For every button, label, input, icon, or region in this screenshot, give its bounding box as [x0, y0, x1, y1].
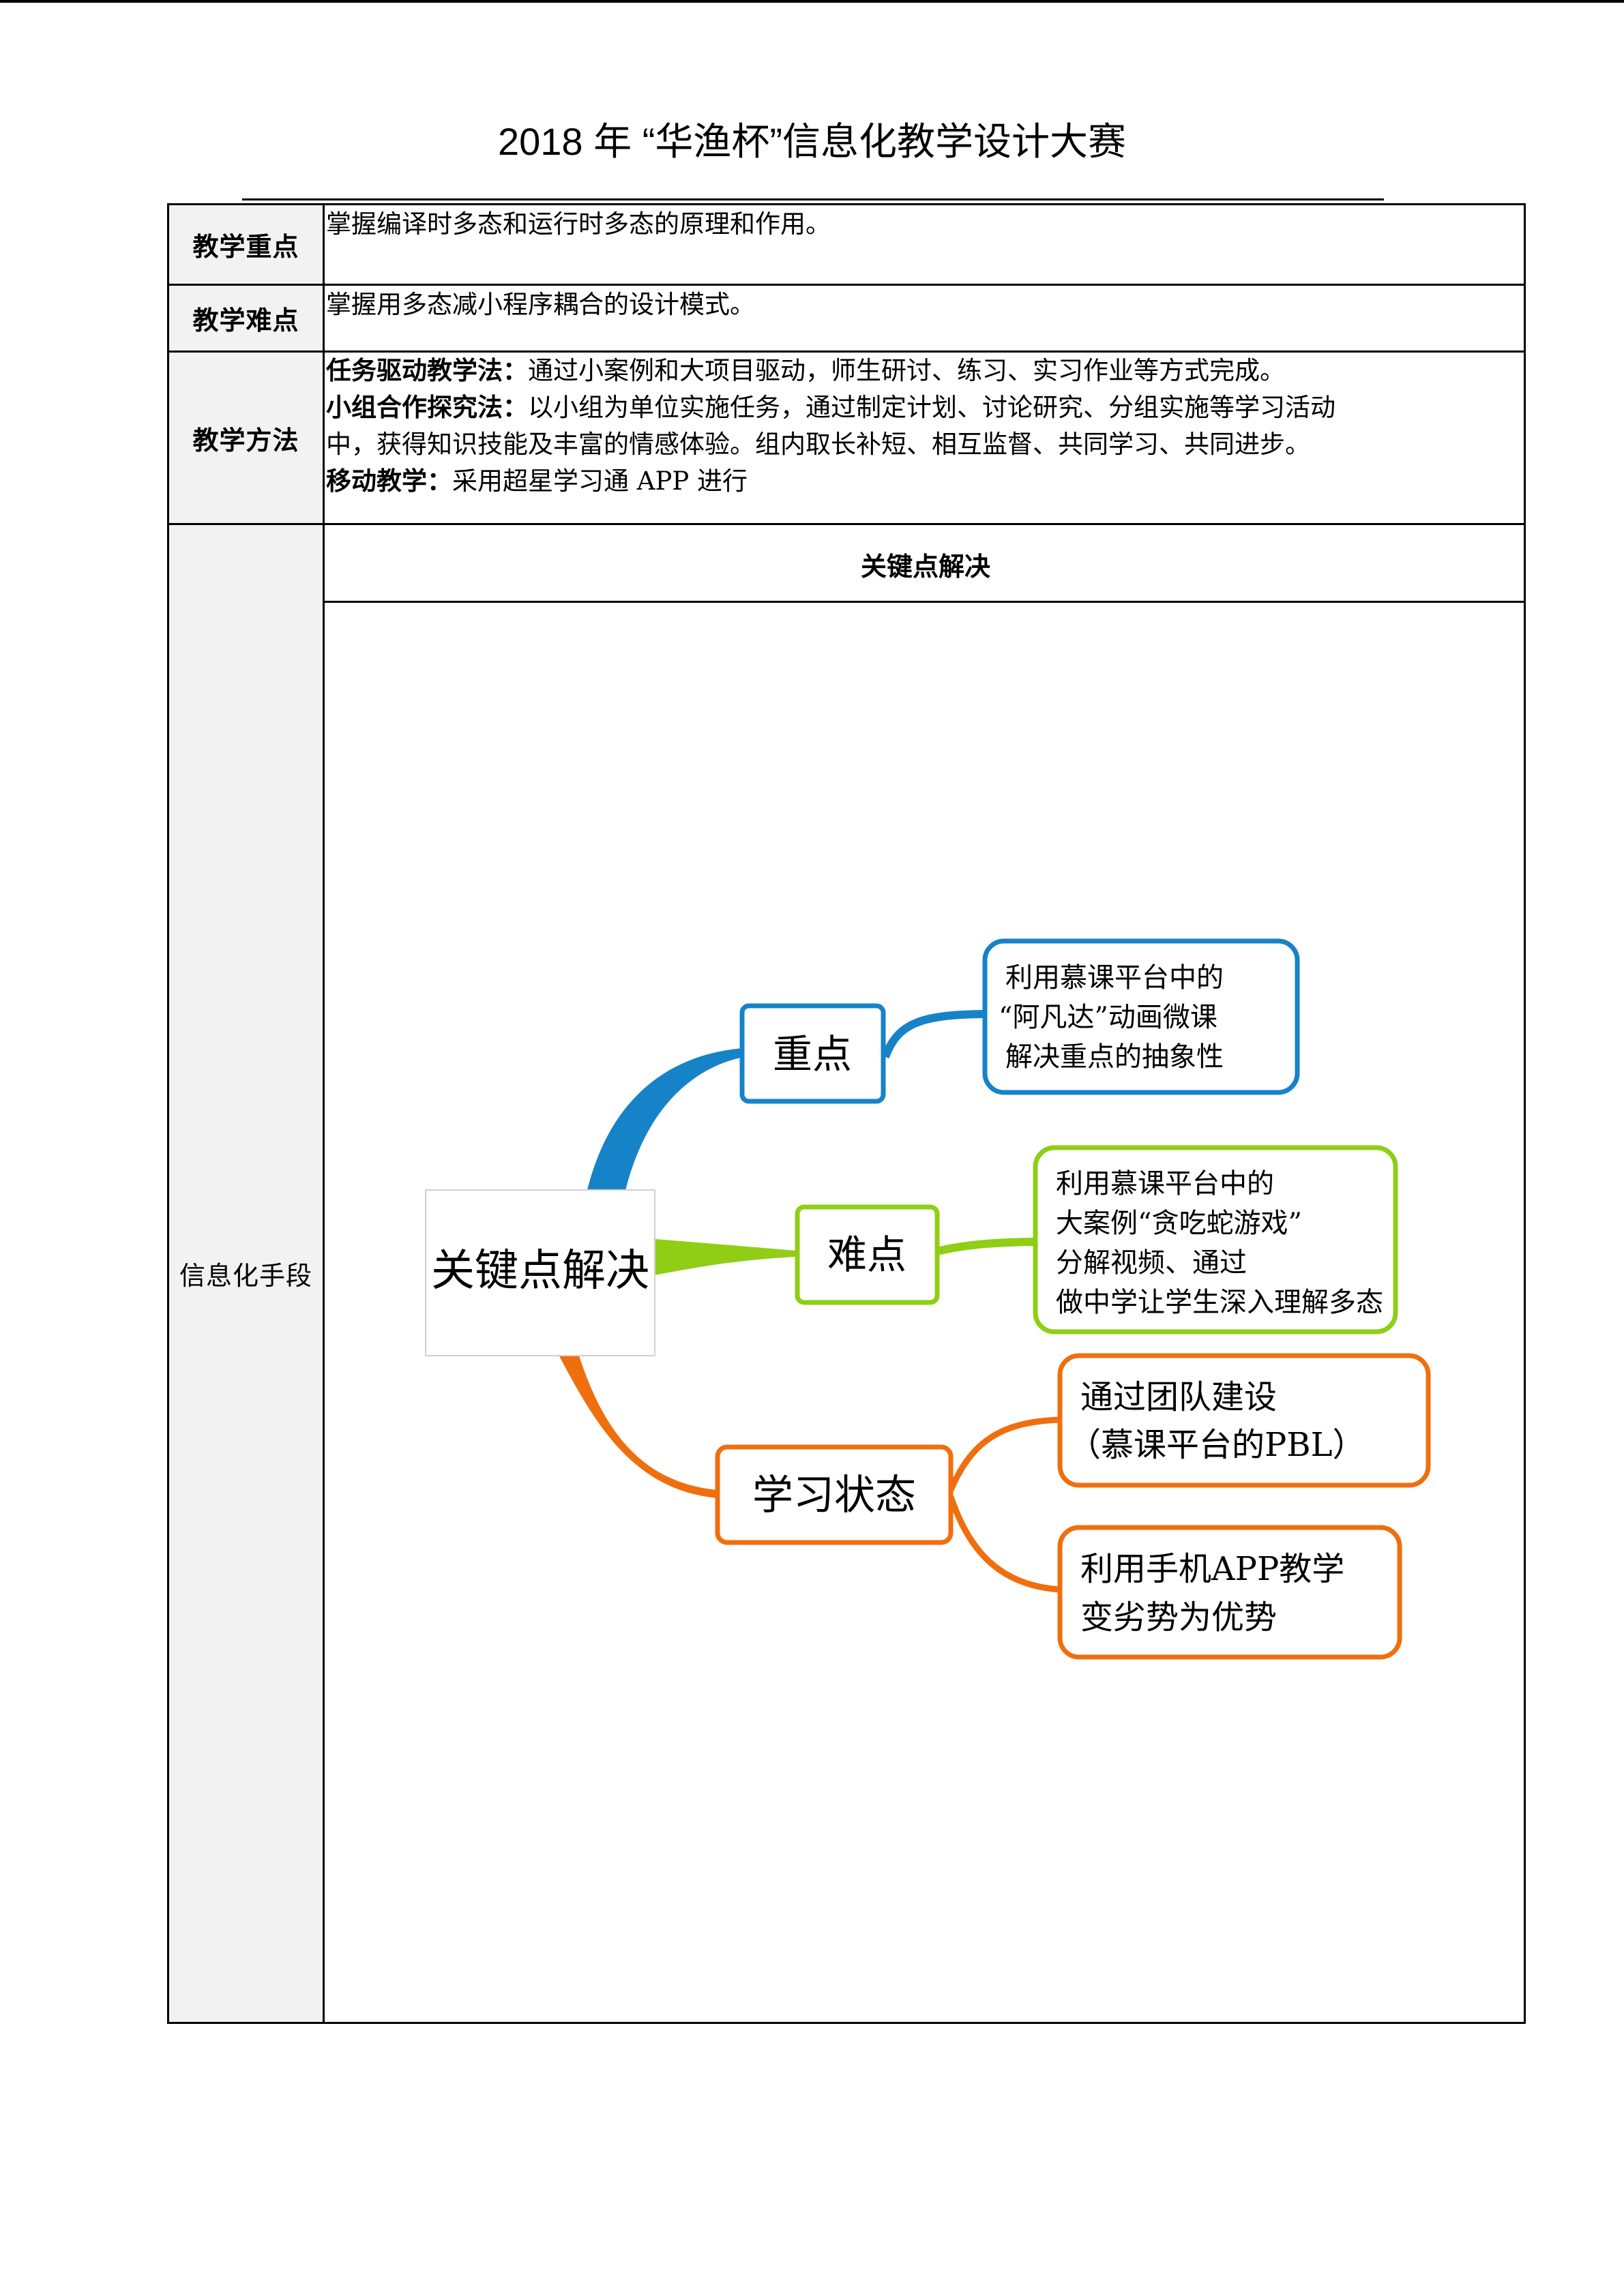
mindmap-canvas: 关键点解决 重点 利用慕课平台中的 “阿凡达”动画微课 解决重点的抽象性 难点 … [425, 938, 1431, 1660]
center-node-label: 关键点解决 [431, 1246, 649, 1296]
methods-label: 教学方法 [192, 425, 299, 456]
leaf-node-difficulty: 利用慕课平台中的 大案例“贪吃蛇游戏” 分解视频、通过 做中学让学生深入理解多态 [1033, 1145, 1398, 1335]
leaf-text-line: 通过团队建设 [1080, 1378, 1277, 1416]
method-text: 通过小案例和大项目驱动，师生研讨、练习、实习作业等方式完成。 [528, 356, 1285, 385]
method-text: 采用超星学习通 APP 进行 [452, 466, 748, 496]
leaf-text-line: 利用手机APP教学 [1080, 1550, 1344, 1588]
branch-connector-key [587, 1048, 744, 1193]
page-top-border [0, 0, 1624, 3]
sub-header-divider [323, 601, 1526, 603]
leaf-connector-difficulty [936, 1238, 1036, 1255]
leaf-connector-key [881, 1010, 986, 1059]
mindmap: 关键点解决 重点 利用慕课平台中的 “阿凡达”动画微课 解决重点的抽象性 难点 … [325, 603, 1526, 2022]
key-point-content: 掌握编译时多态和运行时多态的原理和作用。 [326, 209, 831, 239]
branch-label: 难点 [827, 1232, 906, 1278]
info-table [167, 203, 1526, 2024]
title-underline [242, 198, 1384, 200]
page-title: 2018 年 “华渔杯”信息化教学设计大赛 [498, 120, 1126, 163]
leaf-node-key-point: 利用慕课平台中的 “阿凡达”动画微课 解决重点的抽象性 [982, 938, 1300, 1095]
column-divider [323, 203, 325, 2024]
row-divider [167, 523, 1526, 525]
leaf-text-line: 利用慕课平台中的 [1056, 1168, 1274, 1199]
method-title: 移动教学： [326, 466, 452, 496]
methods-line-4: 移动教学：采用超星学习通 APP 进行 [326, 463, 748, 500]
leaf-text-line: 解决重点的抽象性 [1005, 1041, 1224, 1073]
row-divider [167, 284, 1526, 286]
difficulty-content: 掌握用多态减小程序耦合的设计模式。 [326, 290, 755, 319]
branch-label: 重点 [773, 1031, 852, 1077]
mindmap-header: 关键点解决 [860, 551, 990, 582]
branch-label: 学习状态 [752, 1472, 916, 1519]
leaf-text-line: 大案例“贪吃蛇游戏” [1056, 1208, 1302, 1239]
row-divider [167, 351, 1526, 353]
leaf-text-line: （慕课平台的PBL） [1068, 1426, 1365, 1464]
label-column [169, 205, 323, 2022]
leaf-connector-status-2 [947, 1495, 1061, 1593]
method-text: 中，获得知识技能及丰富的情感体验。组内取长补短、相互监督、共同学习、共同进步。 [326, 430, 1310, 459]
leaf-node-team-building: 通过团队建设 （慕课平台的PBL） [1057, 1353, 1431, 1488]
key-point-label: 教学重点 [192, 232, 299, 262]
method-text: 以小组为单位实施任务，通过制定计划、讨论研究、分组实施等学习活动 [528, 393, 1335, 422]
branch-node-difficulty: 难点 [795, 1204, 940, 1305]
branch-connector-difficulty [655, 1239, 795, 1275]
leaf-connector-status-1 [947, 1416, 1061, 1491]
leaf-text-line: “阿凡达”动画微课 [999, 1002, 1217, 1033]
methods-line-1: 任务驱动教学法：通过小案例和大项目驱动，师生研讨、练习、实习作业等方式完成。 [326, 353, 1285, 389]
methods-line-2: 小组合作探究法：以小组为单位实施任务，通过制定计划、讨论研究、分组实施等学习活动 [326, 389, 1335, 426]
leaf-text-line: 变劣势为优势 [1080, 1598, 1277, 1637]
method-title: 小组合作探究法： [326, 393, 528, 422]
method-title: 任务驱动教学法： [326, 356, 528, 385]
branch-node-learning-status: 学习状态 [715, 1444, 954, 1545]
branch-node-key-point: 重点 [739, 1003, 886, 1104]
branch-connector-status [558, 1354, 718, 1498]
methods-line-3: 中，获得知识技能及丰富的情感体验。组内取长补短、相互监督、共同学习、共同进步。 [326, 426, 1310, 463]
leaf-text-line: 分解视频、通过 [1056, 1247, 1247, 1279]
it-means-label: 信息化手段 [179, 1261, 312, 1291]
leaf-node-mobile-app: 利用手机APP教学 变劣势为优势 [1057, 1525, 1402, 1660]
mindmap-center-node: 关键点解决 [425, 1189, 655, 1356]
difficulty-label: 教学难点 [192, 305, 299, 336]
leaf-text-line: 做中学让学生深入理解多态 [1056, 1287, 1383, 1318]
leaf-text-line: 利用慕课平台中的 [1005, 962, 1224, 994]
